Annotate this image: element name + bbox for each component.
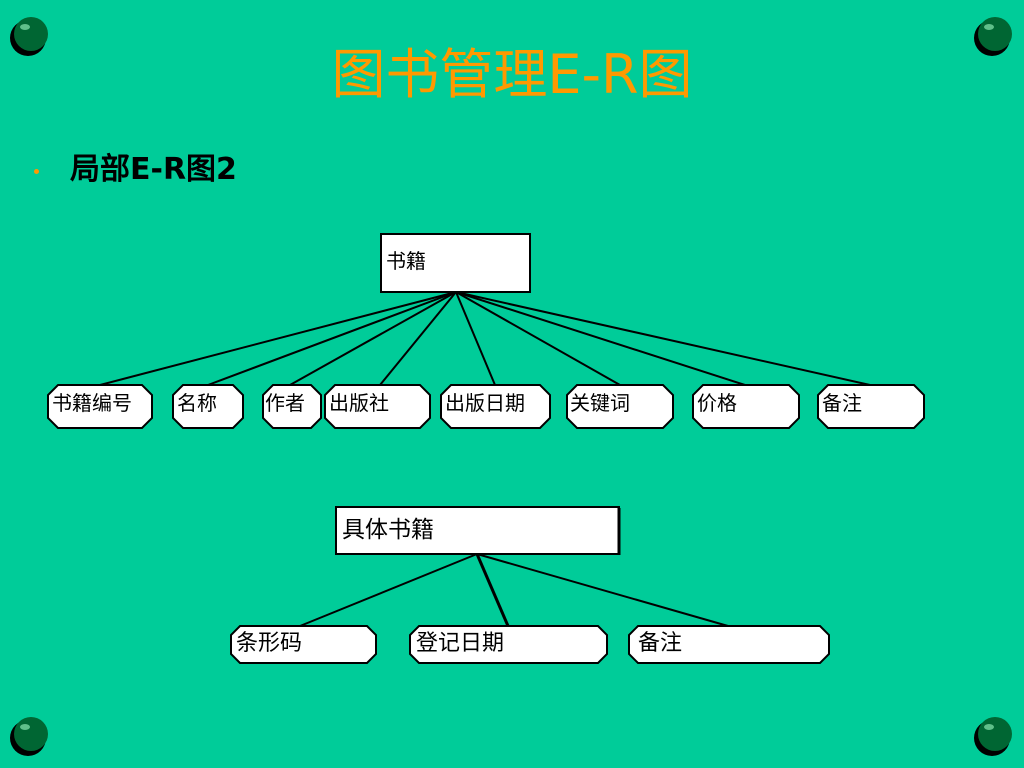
entity-label: 书籍	[386, 249, 426, 273]
attribute-node: 书籍编号	[47, 384, 153, 429]
attribute-node: 关键词	[566, 384, 674, 429]
attribute-label: 书籍编号	[52, 391, 132, 415]
connector-line	[476, 553, 729, 627]
attribute-node: 价格	[692, 384, 800, 429]
bullet-text: 局部E-R图2	[70, 152, 237, 187]
attribute-node: 出版社	[324, 384, 431, 429]
attribute-label: 备注	[822, 391, 862, 415]
entity-box-book-copy: 具体书籍	[335, 506, 621, 555]
attribute-node: 名称	[172, 384, 244, 429]
attribute-label: 登记日期	[416, 631, 504, 656]
attribute-label: 名称	[177, 391, 217, 415]
connector-line	[379, 291, 457, 386]
connector-line	[455, 291, 496, 386]
corner-dot-bottom-right	[974, 717, 1012, 756]
corner-dot-top-left	[10, 17, 48, 56]
attribute-label: 条形码	[236, 631, 302, 656]
attribute-node: 备注	[817, 384, 925, 429]
corner-dot-top-right	[974, 17, 1012, 56]
attribute-node: 备注	[628, 625, 830, 664]
connector-line	[455, 291, 871, 386]
connector-line	[207, 291, 457, 386]
attribute-node: 条形码	[230, 625, 377, 664]
slide-title: 图书管理E-R图	[331, 43, 693, 106]
connector-line	[455, 291, 746, 386]
connector-line	[455, 291, 621, 386]
diagram1-connectors	[99, 291, 871, 386]
attribute-label: 关键词	[570, 391, 630, 415]
diagram2-connectors	[299, 553, 729, 627]
attribute-label: 价格	[697, 391, 737, 415]
entity-box-books: 书籍	[380, 233, 531, 293]
entity-label: 具体书籍	[342, 517, 434, 543]
attribute-label: 出版日期	[445, 391, 525, 415]
attribute-label: 出版社	[329, 391, 389, 415]
connector-line	[475, 553, 510, 627]
attribute-node: 登记日期	[409, 625, 608, 664]
attribute-label: 备注	[638, 631, 682, 656]
connector-line	[99, 291, 457, 386]
attribute-label: 作者	[265, 391, 305, 415]
connector-line	[289, 291, 457, 386]
attribute-node: 作者	[262, 384, 322, 429]
corner-dot-bottom-left	[10, 717, 48, 756]
connector-line	[299, 553, 478, 627]
bullet-marker	[34, 169, 39, 174]
attribute-node: 出版日期	[440, 384, 551, 429]
